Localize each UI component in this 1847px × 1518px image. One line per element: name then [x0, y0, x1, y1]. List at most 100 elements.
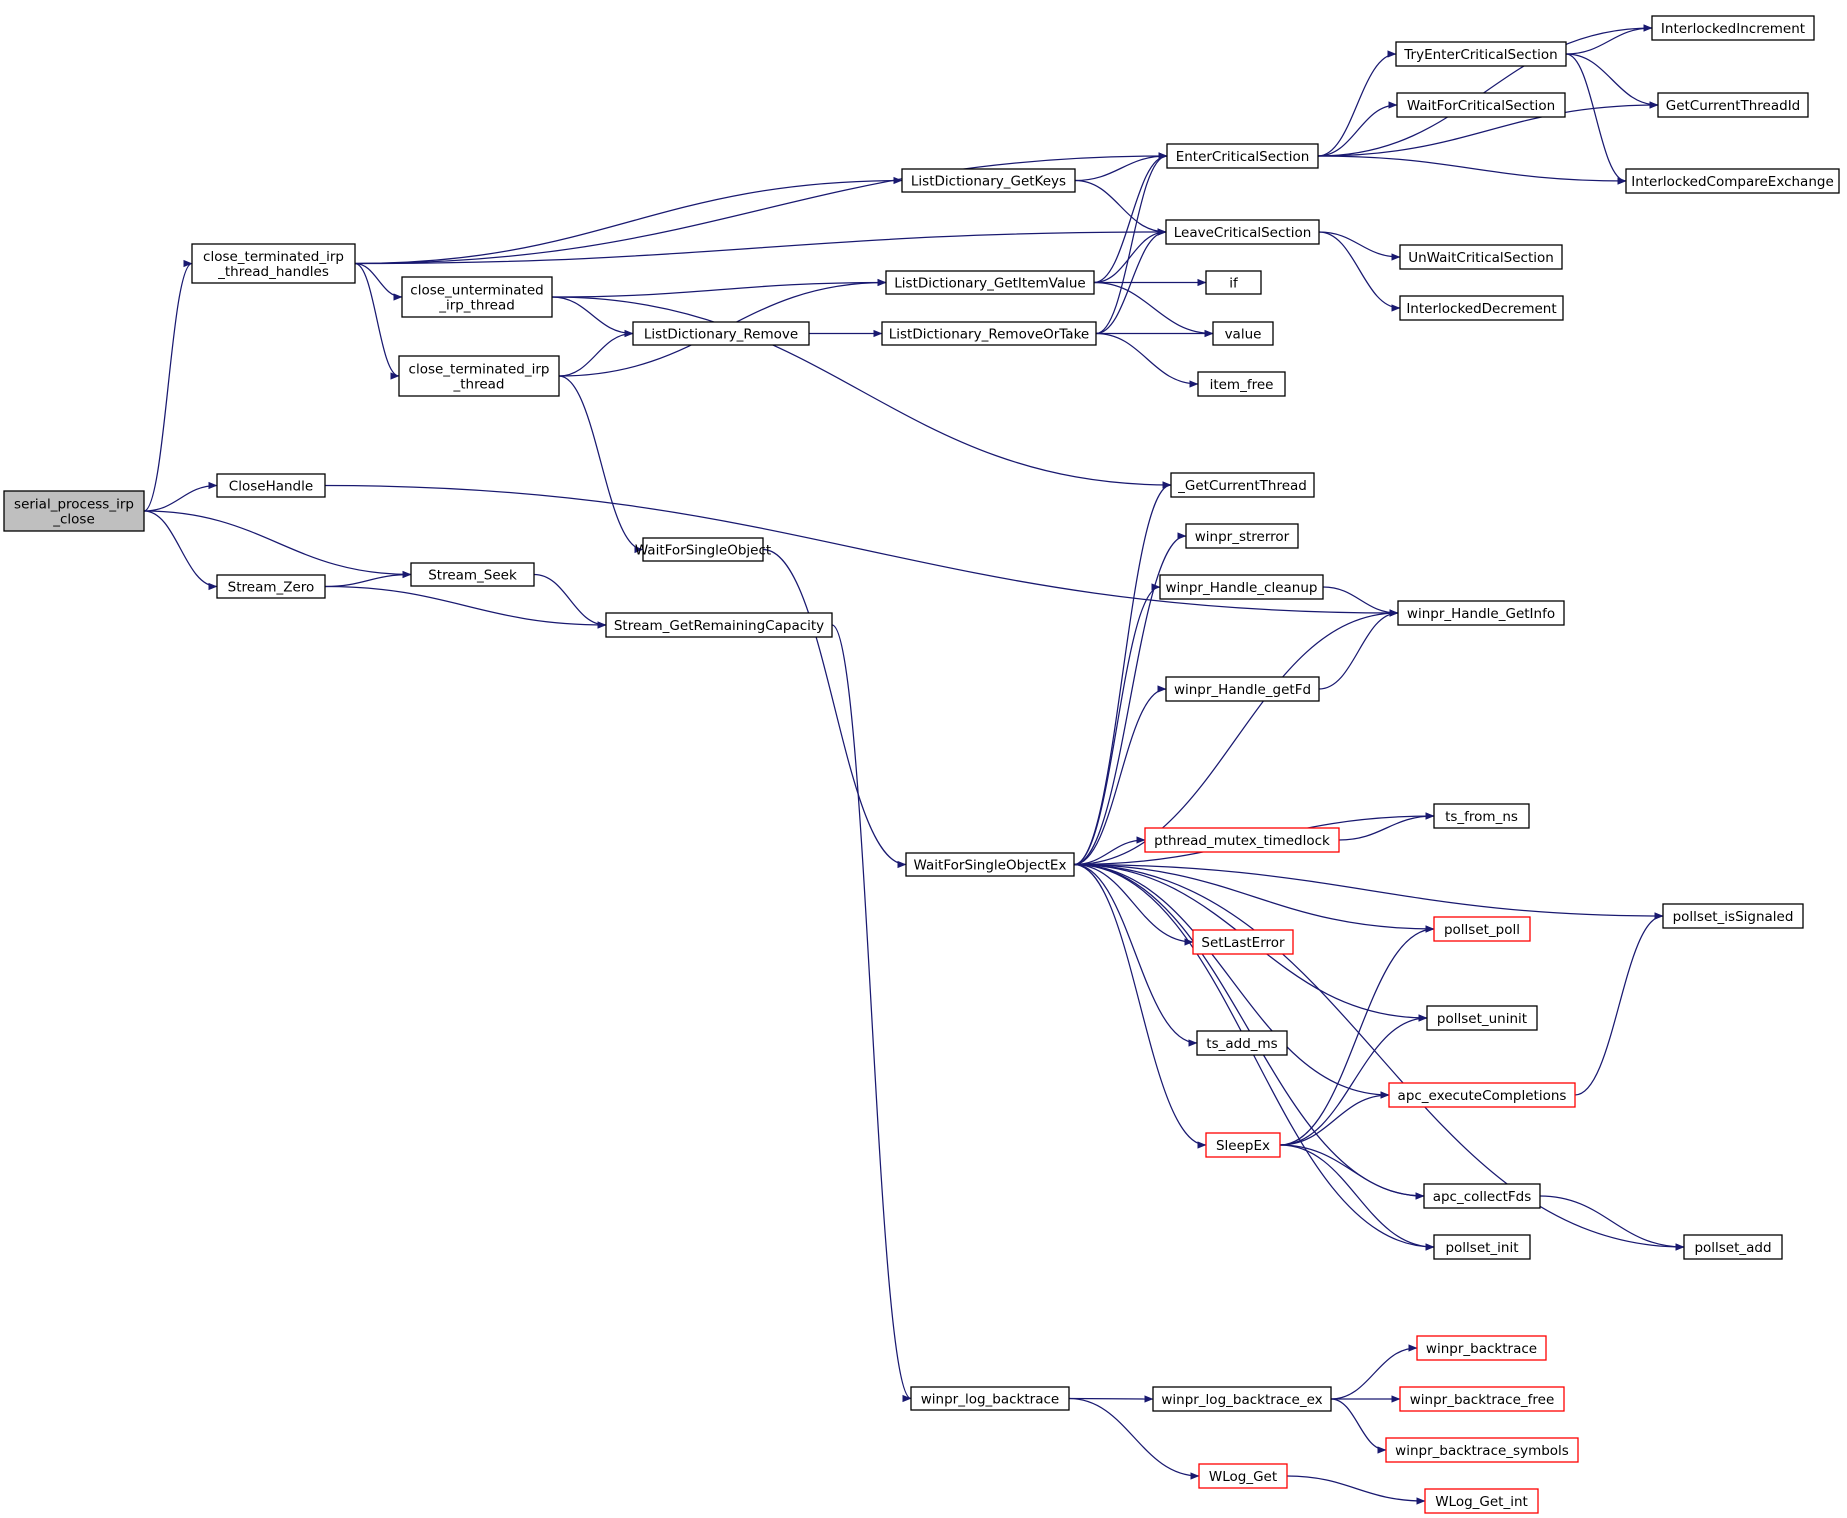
- node-listdictionary-getkeys[interactable]: ListDictionary_GetKeys: [901, 168, 1076, 193]
- node-box[interactable]: [881, 321, 1097, 346]
- node-box[interactable]: [3, 490, 145, 532]
- node-ts-add-ms[interactable]: ts_add_ms: [1196, 1030, 1288, 1056]
- node-winpr-backtrace-free[interactable]: winpr_backtrace_free: [1399, 1386, 1565, 1412]
- node-box[interactable]: [1433, 916, 1531, 942]
- node-winpr-log-backtrace-ex[interactable]: winpr_log_backtrace_ex: [1152, 1386, 1332, 1412]
- node-box[interactable]: [1424, 1488, 1539, 1514]
- node-interlockeddecrement[interactable]: InterlockedDecrement: [1399, 295, 1564, 321]
- node-box[interactable]: [216, 574, 326, 599]
- node-winpr-backtrace-symbols[interactable]: winpr_backtrace_symbols: [1385, 1437, 1579, 1463]
- node-unwaitcriticalsection[interactable]: UnWaitCriticalSection: [1399, 244, 1563, 270]
- node-box[interactable]: [1212, 321, 1274, 346]
- node-listdictionary-removeortake[interactable]: ListDictionary_RemoveOrTake: [881, 321, 1097, 346]
- node-box[interactable]: [191, 243, 356, 284]
- node-wlog-get-int[interactable]: WLog_Get_int: [1424, 1488, 1539, 1514]
- node-box[interactable]: [1196, 1030, 1288, 1056]
- node-box[interactable]: [1399, 244, 1563, 270]
- node-winpr-handle-getfd[interactable]: winpr_Handle_getFd: [1165, 676, 1320, 702]
- node-box[interactable]: [216, 473, 326, 498]
- node-box[interactable]: [1159, 574, 1324, 600]
- node-box[interactable]: [1185, 523, 1299, 549]
- node-box[interactable]: [1433, 1234, 1531, 1260]
- node-box[interactable]: [398, 355, 560, 397]
- node-box[interactable]: [1144, 827, 1340, 853]
- node-box[interactable]: [1385, 1437, 1579, 1463]
- node-waitforsingleobjectex[interactable]: WaitForSingleObjectEx: [905, 852, 1075, 877]
- node--getcurrentthread[interactable]: _GetCurrentThread: [1170, 472, 1315, 498]
- node-pollset-init[interactable]: pollset_init: [1433, 1234, 1531, 1260]
- node-box[interactable]: [1165, 219, 1320, 245]
- node-leavecriticalsection[interactable]: LeaveCriticalSection: [1165, 219, 1320, 245]
- node-box[interactable]: [1198, 1463, 1288, 1489]
- node-stream-seek[interactable]: Stream_Seek: [410, 562, 535, 587]
- node-box[interactable]: [885, 270, 1095, 295]
- node-pollset-issignaled[interactable]: pollset_isSignaled: [1662, 903, 1804, 929]
- node-box[interactable]: [901, 168, 1076, 193]
- node-setlasterror[interactable]: SetLastError: [1192, 929, 1294, 955]
- node-apc-collectfds[interactable]: apc_collectFds: [1423, 1183, 1541, 1209]
- node-interlockedcompareexchange[interactable]: InterlockedCompareExchange: [1625, 168, 1840, 194]
- node-stream-getremainingcapacity[interactable]: Stream_GetRemainingCapacity: [605, 612, 833, 638]
- node-box[interactable]: [1395, 41, 1567, 67]
- node-box[interactable]: [1651, 15, 1815, 41]
- node-box[interactable]: [1399, 1386, 1565, 1412]
- node-listdictionary-getitemvalue[interactable]: ListDictionary_GetItemValue: [885, 270, 1095, 295]
- node-getcurrentthreadid[interactable]: GetCurrentThreadId: [1657, 92, 1809, 118]
- node-box[interactable]: [1152, 1386, 1332, 1412]
- node-box[interactable]: [1170, 472, 1315, 498]
- node-box[interactable]: [1197, 371, 1286, 397]
- node-sleepex[interactable]: SleepEx: [1205, 1132, 1281, 1158]
- node-ts-from-ns[interactable]: ts_from_ns: [1433, 803, 1530, 829]
- node-box[interactable]: [1416, 1335, 1547, 1361]
- node-close-terminated-irp-thread-handles[interactable]: close_terminated_irp_thread_handles: [191, 243, 356, 284]
- node-box[interactable]: [1192, 929, 1294, 955]
- node-close-unterminated-irp-thread[interactable]: close_unterminated_irp_thread: [401, 276, 553, 318]
- node-serial-process-irp-close[interactable]: serial_process_irp_close: [3, 490, 145, 532]
- node-item-free[interactable]: item_free: [1197, 371, 1286, 397]
- node-box[interactable]: [910, 1386, 1070, 1411]
- node-box[interactable]: [1433, 803, 1530, 829]
- node-stream-zero[interactable]: Stream_Zero: [216, 574, 326, 599]
- node-winpr-handle-getinfo[interactable]: winpr_Handle_GetInfo: [1397, 600, 1565, 626]
- node-winpr-log-backtrace[interactable]: winpr_log_backtrace: [910, 1386, 1070, 1411]
- node-apc-executecompletions[interactable]: apc_executeCompletions: [1388, 1082, 1576, 1108]
- node-box[interactable]: [401, 276, 553, 318]
- node-value[interactable]: value: [1212, 321, 1274, 346]
- node-winpr-strerror[interactable]: winpr_strerror: [1185, 523, 1299, 549]
- node-box[interactable]: [905, 852, 1075, 877]
- node-box[interactable]: [1399, 295, 1564, 321]
- node-listdictionary-remove[interactable]: ListDictionary_Remove: [632, 321, 810, 346]
- node-box[interactable]: [1166, 143, 1319, 169]
- node-box[interactable]: [1205, 270, 1262, 295]
- node-box[interactable]: [605, 612, 833, 638]
- node-pollset-uninit[interactable]: pollset_uninit: [1426, 1005, 1538, 1031]
- node-box[interactable]: [1625, 168, 1840, 194]
- node-box[interactable]: [1397, 600, 1565, 626]
- node-pthread-mutex-timedlock[interactable]: pthread_mutex_timedlock: [1144, 827, 1340, 853]
- node-closehandle[interactable]: CloseHandle: [216, 473, 326, 498]
- node-box[interactable]: [632, 321, 810, 346]
- node-box[interactable]: [1657, 92, 1809, 118]
- node-close-terminated-irp-thread[interactable]: close_terminated_irp_thread: [398, 355, 560, 397]
- node-if[interactable]: if: [1205, 270, 1262, 295]
- node-box[interactable]: [1423, 1183, 1541, 1209]
- node-entercriticalsection[interactable]: EnterCriticalSection: [1166, 143, 1319, 169]
- node-wlog-get[interactable]: WLog_Get: [1198, 1463, 1288, 1489]
- node-box[interactable]: [410, 562, 535, 587]
- node-box[interactable]: [1165, 676, 1320, 702]
- node-winpr-backtrace[interactable]: winpr_backtrace: [1416, 1335, 1547, 1361]
- node-waitforsingleobject[interactable]: WaitForSingleObject: [635, 537, 771, 562]
- node-box[interactable]: [1662, 903, 1804, 929]
- node-box[interactable]: [1683, 1234, 1783, 1260]
- node-pollset-poll[interactable]: pollset_poll: [1433, 916, 1531, 942]
- node-waitforcriticalsection[interactable]: WaitForCriticalSection: [1396, 92, 1566, 118]
- node-interlockedincrement[interactable]: InterlockedIncrement: [1651, 15, 1815, 41]
- node-box[interactable]: [1205, 1132, 1281, 1158]
- node-tryentercriticalsection[interactable]: TryEnterCriticalSection: [1395, 41, 1567, 67]
- node-box[interactable]: [642, 537, 764, 562]
- node-box[interactable]: [1426, 1005, 1538, 1031]
- node-box[interactable]: [1396, 92, 1566, 118]
- node-winpr-handle-cleanup[interactable]: winpr_Handle_cleanup: [1159, 574, 1324, 600]
- node-box[interactable]: [1388, 1082, 1576, 1108]
- node-pollset-add[interactable]: pollset_add: [1683, 1234, 1783, 1260]
